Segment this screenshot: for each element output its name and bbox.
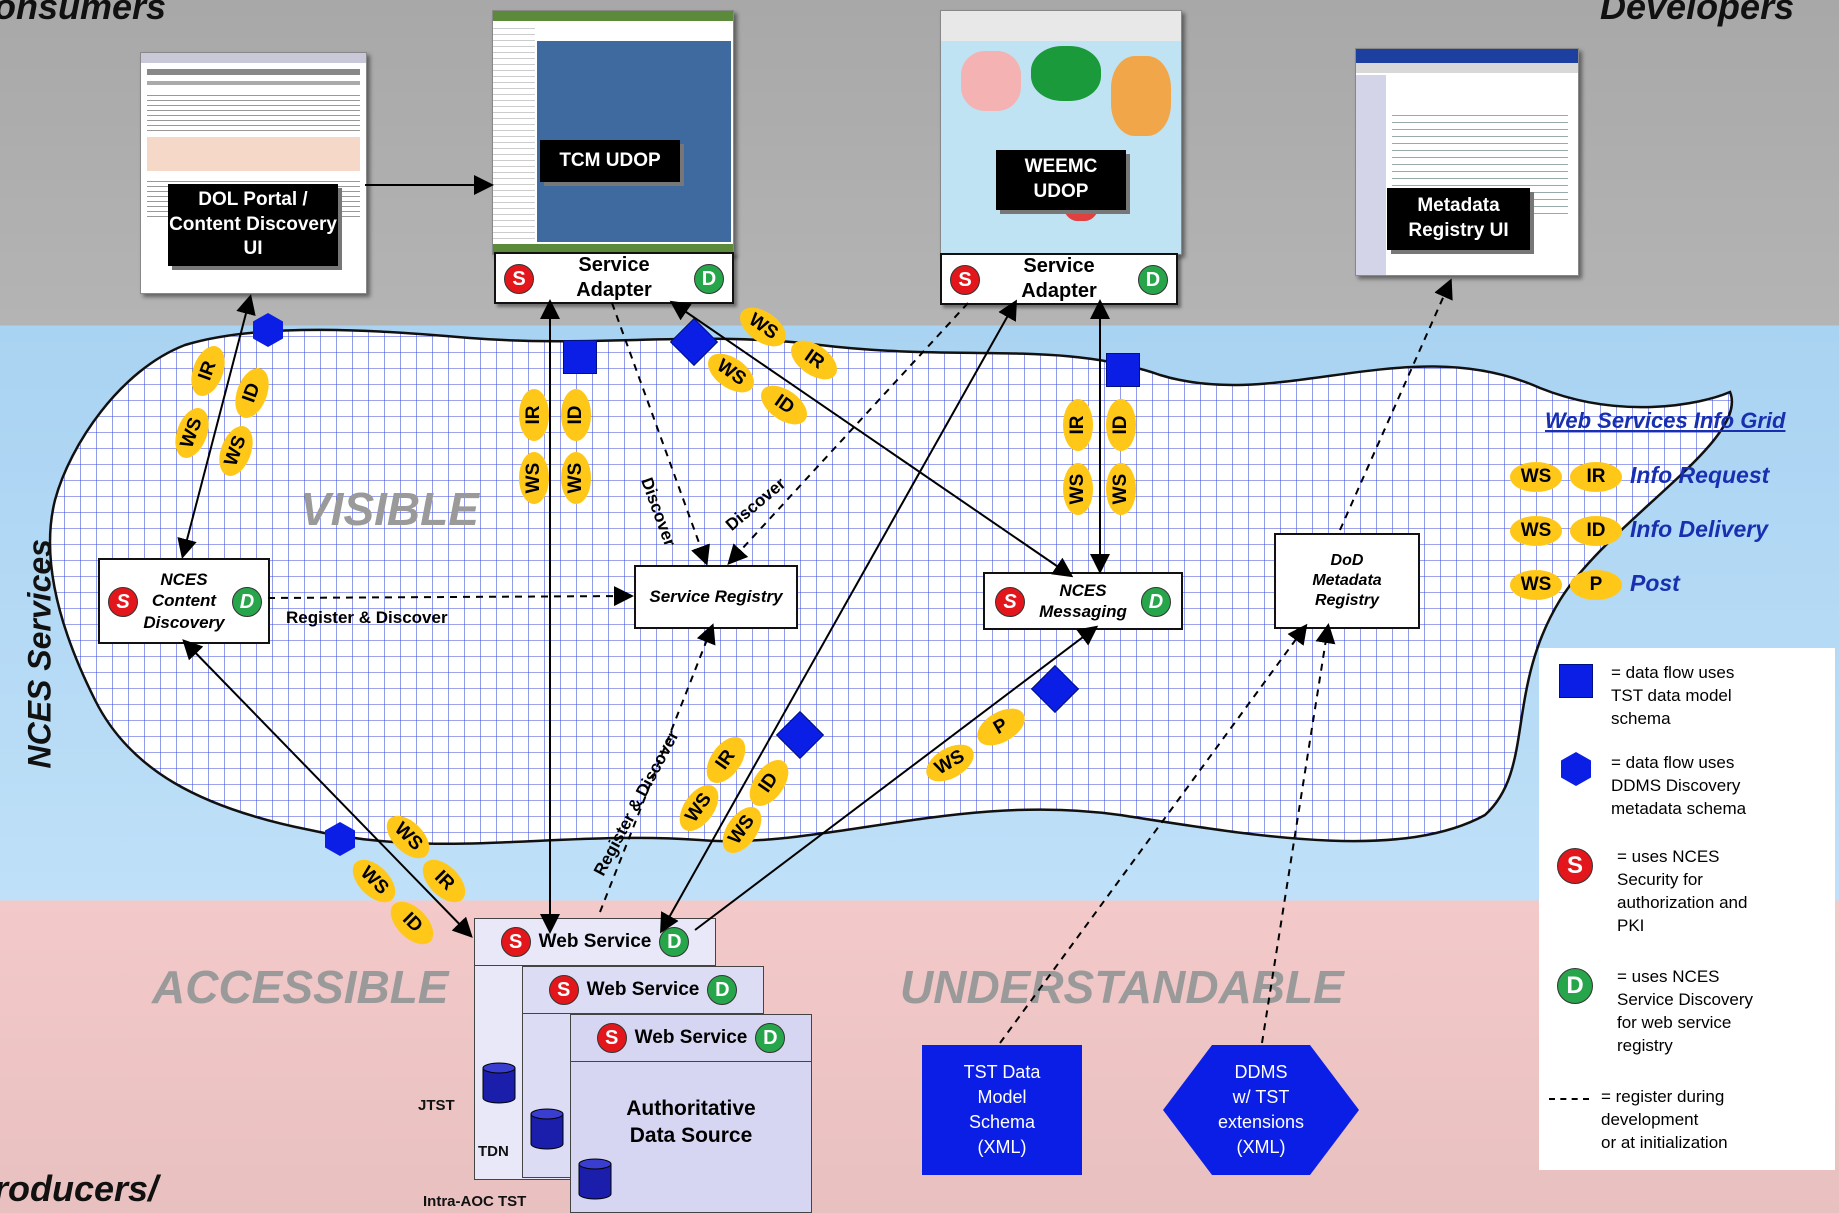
discovery-badge: D	[1138, 265, 1168, 295]
content-discovery-label: NCES Content Discovery	[143, 570, 225, 632]
accessible-zone-label: ACCESSIBLE	[152, 961, 449, 1013]
web-service-label: Web Service	[634, 1027, 748, 1048]
intra-aoc-tst-label: Intra-AOC TST	[423, 1193, 527, 1210]
dashed-tcm-discover	[611, 302, 710, 566]
grid-pill-ws: WS	[1510, 462, 1562, 492]
dashed-tst-to-dod	[999, 623, 1308, 1044]
grid-legend-title: Web Services Info Grid	[1545, 408, 1786, 433]
legend-square	[1559, 664, 1593, 698]
database-icon	[578, 1158, 612, 1200]
discovery-badge: D	[232, 587, 262, 617]
security-badge: S	[108, 587, 138, 617]
arrow-dol-content-discovery	[177, 294, 256, 559]
arrow-webservice-messaging	[694, 625, 1099, 931]
tst-schema-square	[1106, 353, 1140, 387]
nces-content-discovery-node: S NCES Content Discovery D	[98, 558, 270, 644]
grid-pill-p: P	[1570, 570, 1622, 600]
consumers-banner: onsumers	[0, 0, 167, 27]
security-badge: S	[548, 975, 579, 1005]
tst-data-model-schema: TST Data Model Schema (XML)	[922, 1045, 1082, 1175]
arrow-tcm-messaging	[669, 300, 1074, 578]
discovery-badge: D	[707, 975, 738, 1005]
tdn-label: TDN	[478, 1143, 509, 1160]
weemc-udop-screenshot	[940, 10, 1182, 255]
dashed-weemc-discover	[727, 302, 969, 565]
web-service-header: S Web Service D	[523, 967, 763, 1014]
tcm-udop-label: TCM UDOP	[540, 140, 680, 182]
dashed-ddms-to-dod	[1261, 623, 1336, 1044]
grid-pill-ws: WS	[1510, 516, 1562, 546]
discovery-badge: D	[755, 1023, 786, 1053]
security-badge: S	[504, 264, 534, 294]
arrow-weemc-webservice	[660, 299, 1017, 934]
legend-security-text: = uses NCES Security for authorization a…	[1617, 847, 1748, 935]
info-delivery-label: Info Delivery	[1630, 516, 1769, 542]
legend-hexagon-text: = data flow uses DDMS Discovery metadata…	[1611, 753, 1747, 818]
legend-discovery-text: = uses NCES Service Discovery for web se…	[1617, 967, 1754, 1055]
database-icon	[530, 1108, 564, 1150]
legend-discovery-badge: D	[1557, 968, 1593, 1004]
grid-pill-ws: WS	[1510, 570, 1562, 600]
jtst-label: JTST	[418, 1097, 455, 1114]
service-adapter-label: Service Adapter	[576, 254, 652, 301]
symbol-legend: = data flow uses TST data model schema =…	[1539, 648, 1835, 1170]
register-discover-label: Register & Discover	[286, 608, 448, 627]
legend-square-text: = data flow uses TST data model schema	[1611, 663, 1735, 728]
legend-dashed-line	[1549, 1098, 1589, 1100]
visible-zone-label: VISIBLE	[300, 483, 479, 535]
weemc-udop-label: WEEMC UDOP	[996, 150, 1126, 210]
security-badge: S	[950, 265, 980, 295]
dod-metadata-registry-node: DoD Metadata Registry	[1274, 533, 1420, 629]
info-request-label: Info Request	[1630, 462, 1770, 488]
web-service-label: Web Service	[538, 931, 652, 952]
metadata-registry-ui-label: Metadata Registry UI	[1387, 188, 1530, 250]
discovery-badge: D	[1141, 587, 1171, 617]
grid-pill-id: ID	[1570, 516, 1622, 546]
service-adapter-label: Service Adapter	[1021, 255, 1097, 302]
producers-banner: roducers/	[0, 1168, 159, 1209]
legend-security-badge: S	[1557, 848, 1593, 884]
legend-hexagon	[1561, 752, 1591, 786]
dod-registry-label: DoD Metadata Registry	[1312, 552, 1382, 609]
post-label: Post	[1630, 570, 1680, 596]
weemc-service-adapter: S Service Adapter D	[940, 253, 1178, 305]
web-service-label: Web Service	[586, 979, 700, 1000]
understandable-zone-label: UNDERSTANDABLE	[900, 961, 1344, 1013]
arrow-content-discovery-webservice	[182, 639, 473, 938]
dashed-dod-to-metadata-ui	[1339, 278, 1453, 531]
tst-schema-square	[563, 340, 597, 374]
legend-dashed-text: = register during development or at init…	[1601, 1087, 1728, 1152]
discovery-badge: D	[694, 264, 724, 294]
developers-banner: Developers	[1600, 0, 1795, 27]
security-badge: S	[500, 927, 531, 957]
database-icon	[482, 1062, 516, 1104]
dol-portal-label: DOL Portal / Content Discovery UI	[168, 184, 338, 266]
web-service-header: S Web Service D	[571, 1015, 811, 1062]
messaging-label: NCES Messaging	[1039, 580, 1127, 621]
security-badge: S	[596, 1023, 627, 1053]
dashed-register-discover	[267, 586, 634, 607]
authoritative-data-source-label: Authoritative Data Source	[626, 1097, 756, 1148]
tcm-service-adapter: S Service Adapter D	[494, 252, 734, 304]
grid-pill-ir: IR	[1570, 462, 1622, 492]
